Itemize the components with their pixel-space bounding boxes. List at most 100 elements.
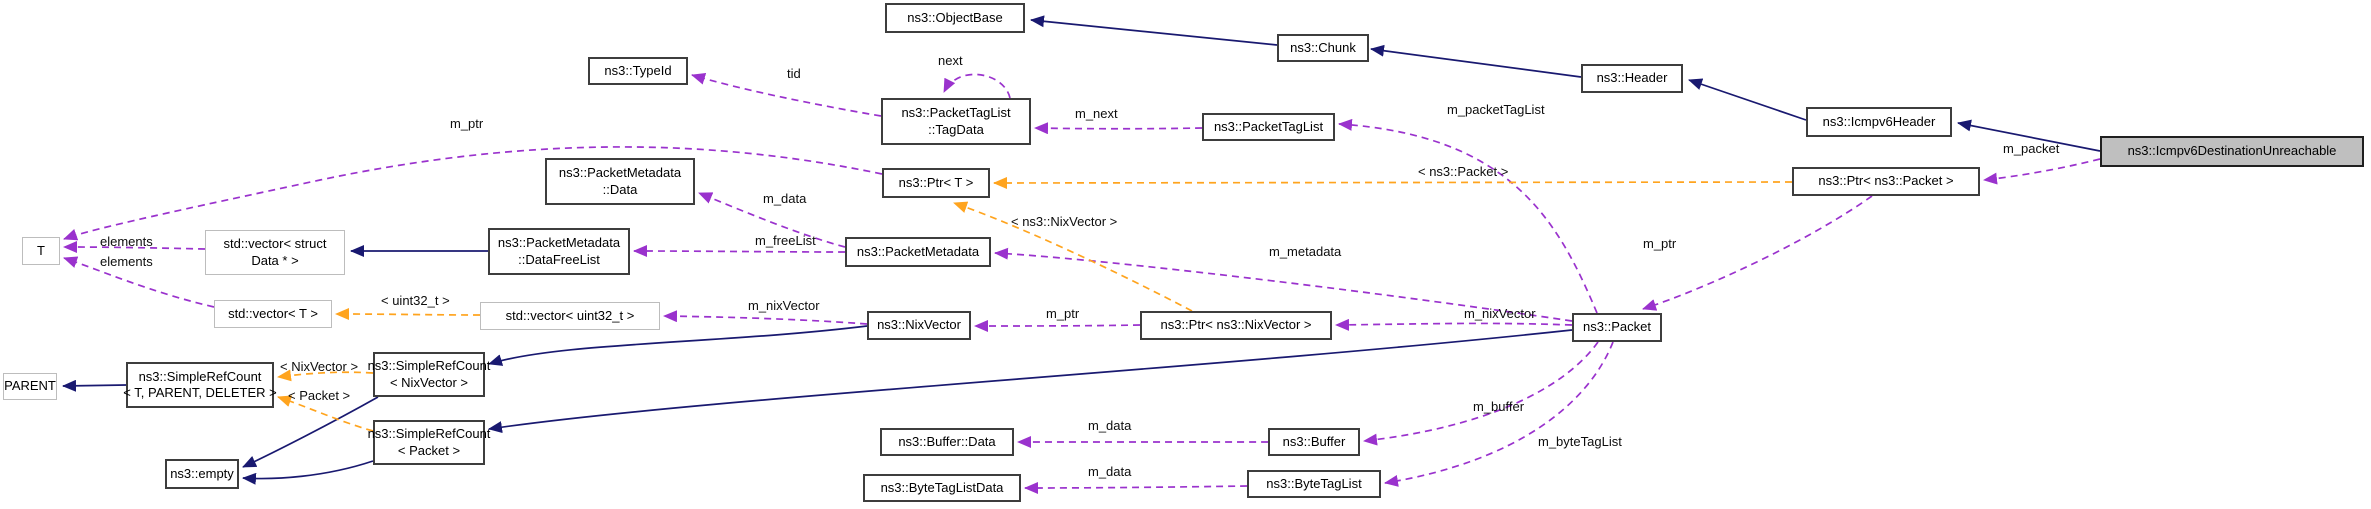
node-label: ns3::NixVector	[877, 317, 961, 333]
node-chunk[interactable]: ns3::Chunk	[1277, 34, 1369, 62]
node-label: ns3::ByteTagListData	[880, 479, 1004, 495]
edge-inheritance-simplerefcount-tpd-to-parent	[62, 379, 127, 392]
node-t[interactable]: T	[22, 237, 60, 265]
edge-inheritance-header-to-chunk	[1370, 44, 1582, 78]
edge-label: m_packetTagList	[1447, 102, 1545, 117]
node-label: ns3::empty	[170, 465, 234, 481]
edge-label: tid	[787, 66, 801, 81]
edge-label: < Packet >	[288, 388, 351, 403]
edge-label: elements	[100, 234, 153, 249]
node-label: ns3::Icmpv6Header	[1822, 113, 1936, 129]
edge-usage-ptr-nixvector-to-nixvector	[974, 319, 1141, 332]
node-vector-t[interactable]: std::vector< T >	[214, 300, 332, 328]
node-label: ns3::Ptr< ns3::NixVector >	[1160, 317, 1312, 333]
edge-label: m_ptr	[1046, 306, 1080, 321]
edge-usage-icmpv6destinationunreachable-to-ptr-packet	[1983, 158, 2101, 185]
node-label: ::TagData	[928, 121, 984, 137]
edge-label: next	[938, 53, 963, 68]
node-packetmetadata-data[interactable]: ns3::PacketMetadata::Data	[545, 158, 695, 205]
node-label: ns3::ByteTagList	[1266, 475, 1362, 491]
edge-usage-ptr-packet-to-packet	[1642, 195, 1873, 311]
node-nixvector[interactable]: ns3::NixVector	[867, 311, 971, 340]
edge-usage-nixvector-to-vector-uint32	[663, 310, 868, 325]
node-ptr-nixvector[interactable]: ns3::Ptr< ns3::NixVector >	[1140, 311, 1332, 340]
node-label: ns3::Ptr< ns3::Packet >	[1818, 173, 1954, 189]
node-label: ns3::Buffer::Data	[898, 433, 996, 449]
node-packetmetadata[interactable]: ns3::PacketMetadata	[845, 237, 991, 267]
node-buffer[interactable]: ns3::Buffer	[1268, 428, 1360, 456]
node-label: ns3::Icmpv6DestinationUnreachable	[2127, 143, 2337, 159]
node-simplerefcount-nixvector[interactable]: ns3::SimpleRefCount< NixVector >	[368, 352, 490, 397]
edge-usage-packettaglist-tagdata-to-typeid	[691, 73, 882, 117]
node-ptr-t[interactable]: ns3::Ptr< T >	[882, 168, 990, 198]
edge-label: m_ptr	[450, 116, 484, 131]
node-label: std::vector< uint32_t >	[505, 307, 635, 323]
node-simplerefcount-tpd[interactable]: ns3::SimpleRefCount< T, PARENT, DELETER …	[123, 362, 277, 408]
edge-usage-vector-struct-data-to-t	[63, 241, 206, 254]
edge-label: < uint32_t >	[381, 293, 450, 308]
node-label: ns3::Chunk	[1290, 39, 1356, 55]
node-icmpv6header[interactable]: ns3::Icmpv6Header	[1806, 107, 1952, 137]
node-label: ns3::ObjectBase	[907, 9, 1003, 25]
edge-template-simplerefcount-packet-to-simplerefcount-tpd	[277, 395, 374, 432]
node-label: ns3::SimpleRefCount	[367, 358, 491, 374]
node-label: ns3::Buffer	[1282, 433, 1346, 449]
node-label: ns3::SimpleRefCount	[367, 426, 491, 442]
edge-label: < ns3::Packet >	[1418, 164, 1509, 179]
node-label: std::vector< struct	[223, 236, 327, 252]
node-label: ns3::Header	[1596, 70, 1668, 86]
edge-usage-packet-to-bytetaglist	[1384, 341, 1614, 487]
edge-inheritance-nixvector-to-simplerefcount-nixvector	[488, 325, 868, 366]
node-bytetaglist[interactable]: ns3::ByteTagList	[1247, 470, 1381, 498]
edge-label: elements	[100, 254, 153, 269]
node-label: T	[37, 242, 45, 258]
edge-usage-ptr-t-to-t	[63, 146, 883, 241]
node-packettaglist[interactable]: ns3::PacketTagList	[1202, 113, 1335, 141]
edge-label: m_data	[763, 191, 807, 206]
edge-usage-packet-to-ptr-nixvector	[1335, 318, 1573, 331]
edge-label: m_metadata	[1269, 244, 1342, 259]
node-bytetaglistdata[interactable]: ns3::ByteTagListData	[863, 474, 1021, 502]
node-label: PARENT	[4, 378, 56, 394]
edge-template-vector-uint32-to-vector-t	[335, 308, 481, 321]
node-typeid[interactable]: ns3::TypeId	[588, 57, 688, 85]
edge-inheritance-packet-to-simplerefcount-packet	[488, 329, 1573, 434]
node-label: ns3::PacketMetadata	[558, 165, 682, 181]
node-buffer-data[interactable]: ns3::Buffer::Data	[880, 428, 1014, 456]
edge-label: m_buffer	[1473, 399, 1525, 414]
edge-label: m_nixVector	[748, 298, 820, 313]
edge-inheritance-icmpv6destinationunreachable-to-icmpv6header	[1957, 119, 2101, 152]
edge-label: m_packet	[2003, 141, 2060, 156]
edge-label: m_next	[1075, 106, 1118, 121]
node-label: Data * >	[251, 252, 299, 268]
edge-usage-packetmetadata-to-packetmetadata-data	[698, 192, 846, 248]
edge-label: < NixVector >	[280, 359, 359, 374]
edge-template-ptr-nixvector-to-ptr-t	[953, 201, 1193, 312]
node-label: ns3::Ptr< T >	[898, 174, 974, 190]
node-packettaglist-tagdata[interactable]: ns3::PacketTagList::TagData	[881, 98, 1031, 145]
node-packet[interactable]: ns3::Packet	[1572, 313, 1662, 342]
node-label: ns3::PacketMetadata	[856, 243, 980, 259]
node-packetmetadata-datafreelist[interactable]: ns3::PacketMetadata::DataFreeList	[488, 228, 630, 275]
node-header[interactable]: ns3::Header	[1581, 64, 1683, 93]
edge-usage-packettaglist-to-packettaglist-tagdata	[1034, 122, 1203, 135]
edge-usage-packet-to-buffer	[1363, 341, 1599, 446]
node-objectbase[interactable]: ns3::ObjectBase	[885, 3, 1025, 33]
node-label: < NixVector >	[389, 374, 469, 390]
node-simplerefcount-packet[interactable]: ns3::SimpleRefCount< Packet >	[368, 420, 490, 465]
node-icmpv6destinationunreachable: ns3::Icmpv6DestinationUnreachable	[2100, 136, 2364, 167]
edge-label: m_data	[1088, 464, 1132, 479]
edge-label: m_byteTagList	[1538, 434, 1622, 449]
node-label: std::vector< T >	[228, 305, 318, 321]
node-vector-uint32[interactable]: std::vector< uint32_t >	[480, 302, 660, 330]
node-label: ns3::SimpleRefCount	[138, 368, 262, 384]
node-empty[interactable]: ns3::empty	[165, 459, 239, 489]
node-ptr-packet[interactable]: ns3::Ptr< ns3::Packet >	[1792, 167, 1980, 196]
node-label: < T, PARENT, DELETER >	[123, 385, 277, 400]
node-label: ns3::Packet	[1583, 319, 1651, 335]
edge-label: m_freeList	[755, 233, 816, 248]
node-parent[interactable]: PARENT	[3, 373, 57, 400]
